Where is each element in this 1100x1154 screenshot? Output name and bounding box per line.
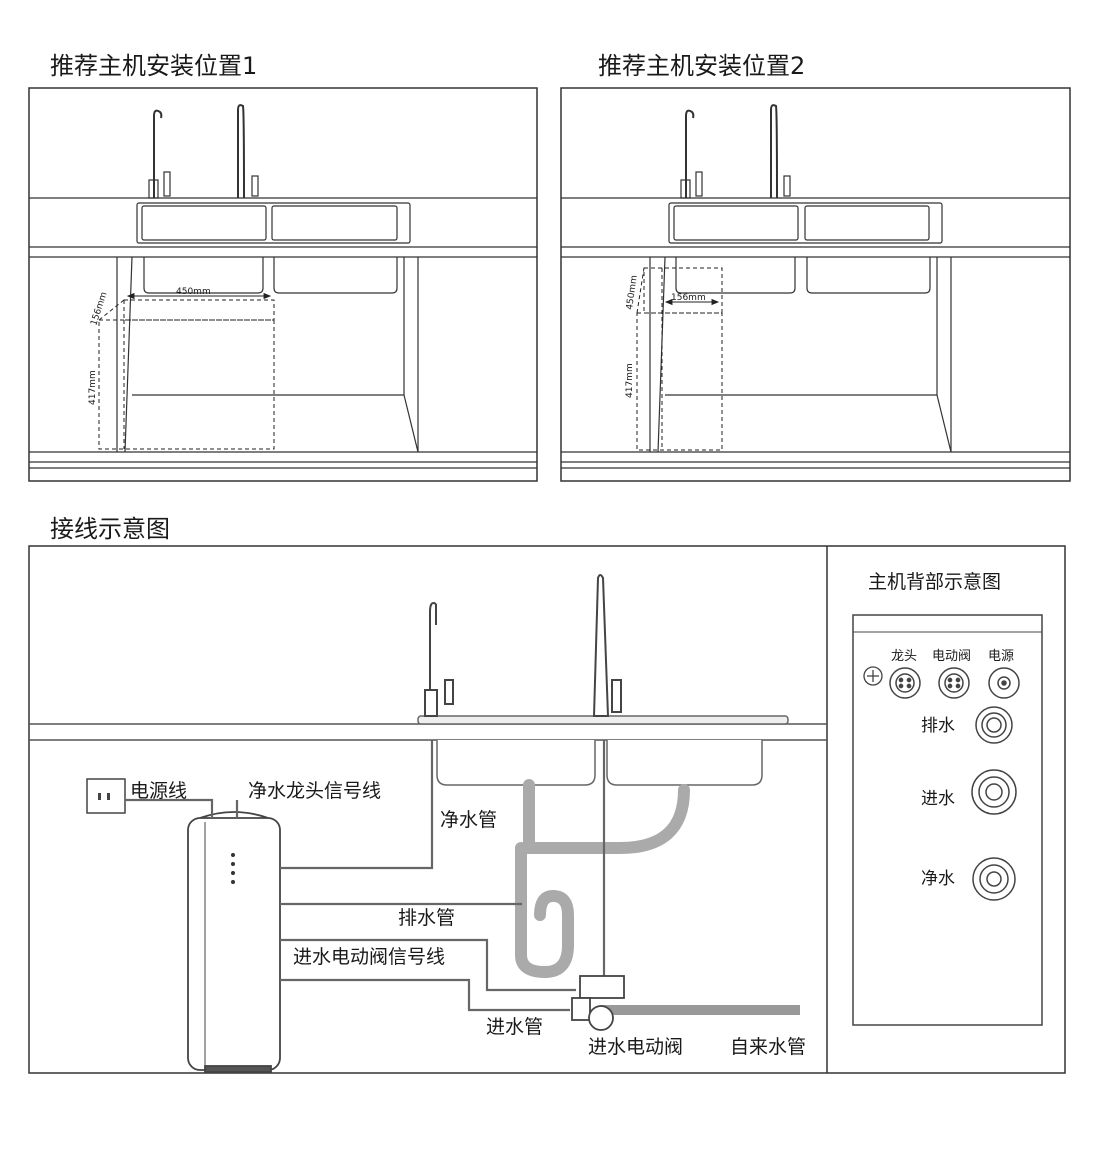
faucet-connector-icon bbox=[889, 667, 921, 699]
power-cord-label: 电源线 bbox=[130, 780, 187, 802]
inlet-port-icon bbox=[971, 769, 1017, 815]
wiring-pure-water-faucet bbox=[424, 602, 454, 717]
inlet-valve-body bbox=[571, 975, 625, 1031]
filter-unit bbox=[187, 811, 281, 1073]
install-position-1-height-label: 417mm bbox=[88, 370, 98, 405]
inlet-pipe-label: 进水管 bbox=[486, 1016, 543, 1038]
install-position-2-panel bbox=[560, 87, 1071, 482]
tap-water-pipe-label: 自来水管 bbox=[730, 1036, 806, 1058]
back-panel-inlet-label: 进水 bbox=[921, 789, 955, 809]
faucet-signal-line-label: 净水龙头信号线 bbox=[248, 780, 381, 802]
install-position-2-arrows bbox=[664, 298, 720, 306]
install-position-1-panel bbox=[28, 87, 538, 482]
power-outlet bbox=[86, 778, 126, 814]
heading-wiring: 接线示意图 bbox=[50, 515, 170, 543]
inlet-valve-signal-line-label: 进水电动阀信号线 bbox=[293, 946, 445, 968]
drain-port-icon bbox=[975, 706, 1013, 744]
back-panel bbox=[852, 614, 1043, 1026]
screw-icon bbox=[863, 666, 883, 686]
install-position-1-depth-label: 156mm bbox=[89, 291, 109, 327]
solenoid-valve-connector-icon bbox=[938, 667, 970, 699]
heading-install-position-2: 推荐主机安装位置2 bbox=[598, 52, 806, 80]
install-position-2-depth-label: 450mm bbox=[625, 275, 640, 311]
back-panel-drain-label: 排水 bbox=[921, 716, 955, 736]
install-position-1-dimension-box bbox=[98, 299, 275, 450]
inlet-valve-label: 进水电动阀 bbox=[588, 1036, 683, 1058]
back-panel-power-label: 电源 bbox=[988, 649, 1014, 664]
install-position-2-height-label: 417mm bbox=[625, 363, 635, 398]
heading-install-position-1: 推荐主机安装位置1 bbox=[50, 52, 258, 80]
back-panel-pure-water-label: 净水 bbox=[921, 869, 955, 889]
sink-drain-pipes bbox=[515, 779, 690, 979]
pure-water-port-icon bbox=[972, 857, 1016, 901]
install-position-2-dimension-box bbox=[636, 267, 723, 451]
back-panel-title: 主机背部示意图 bbox=[868, 571, 1001, 593]
wiring-main-faucet bbox=[592, 574, 622, 717]
pure-water-pipe-label: 净水管 bbox=[440, 809, 497, 831]
wiring-countertop bbox=[29, 723, 827, 741]
back-panel-faucet-label: 龙头 bbox=[891, 649, 917, 664]
back-panel-solenoid-valve-label: 电动阀 bbox=[932, 649, 971, 664]
install-position-2-width-label: 156mm bbox=[671, 293, 706, 303]
install-position-1-width-label: 450mm bbox=[176, 287, 211, 297]
drain-pipe-label: 排水管 bbox=[398, 907, 455, 929]
wiring-diagram-frame bbox=[28, 545, 1066, 1074]
wiring-sinks bbox=[417, 715, 789, 786]
power-connector-icon bbox=[988, 667, 1020, 699]
install-position-1-arrows bbox=[126, 292, 272, 300]
wiring-lines bbox=[125, 740, 606, 1012]
